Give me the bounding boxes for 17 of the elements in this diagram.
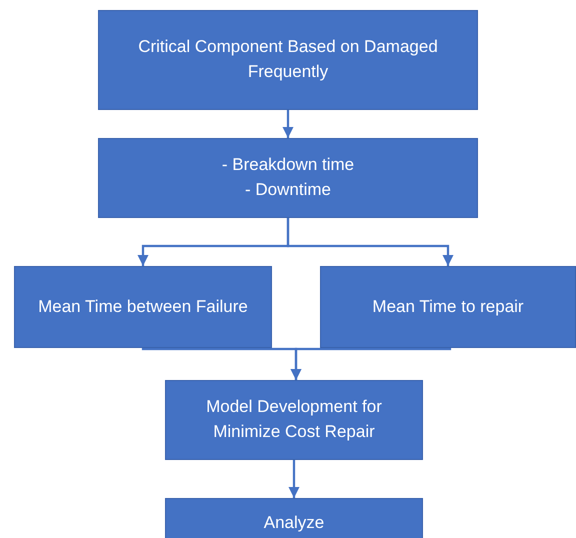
process-box xyxy=(165,380,423,460)
process-box xyxy=(165,498,423,538)
box-text: Mean Time between Failure xyxy=(38,296,248,318)
box-text: Analyze xyxy=(264,512,324,534)
box-text: - Downtime xyxy=(245,179,331,201)
box-text: Mean Time to repair xyxy=(372,296,524,318)
process-box xyxy=(14,266,272,348)
box-text: Critical Component Based on Damaged Frequently xyxy=(137,36,439,83)
process-box xyxy=(98,10,478,110)
arrow xyxy=(288,460,300,498)
process-box xyxy=(320,266,576,348)
box-text: Model Development for Minimize Cost Repair xyxy=(205,396,383,443)
box-text: - Breakdown time xyxy=(222,154,354,176)
arrow xyxy=(290,347,452,380)
arrow xyxy=(282,110,294,138)
arrow xyxy=(286,218,454,266)
process-box xyxy=(98,138,478,218)
